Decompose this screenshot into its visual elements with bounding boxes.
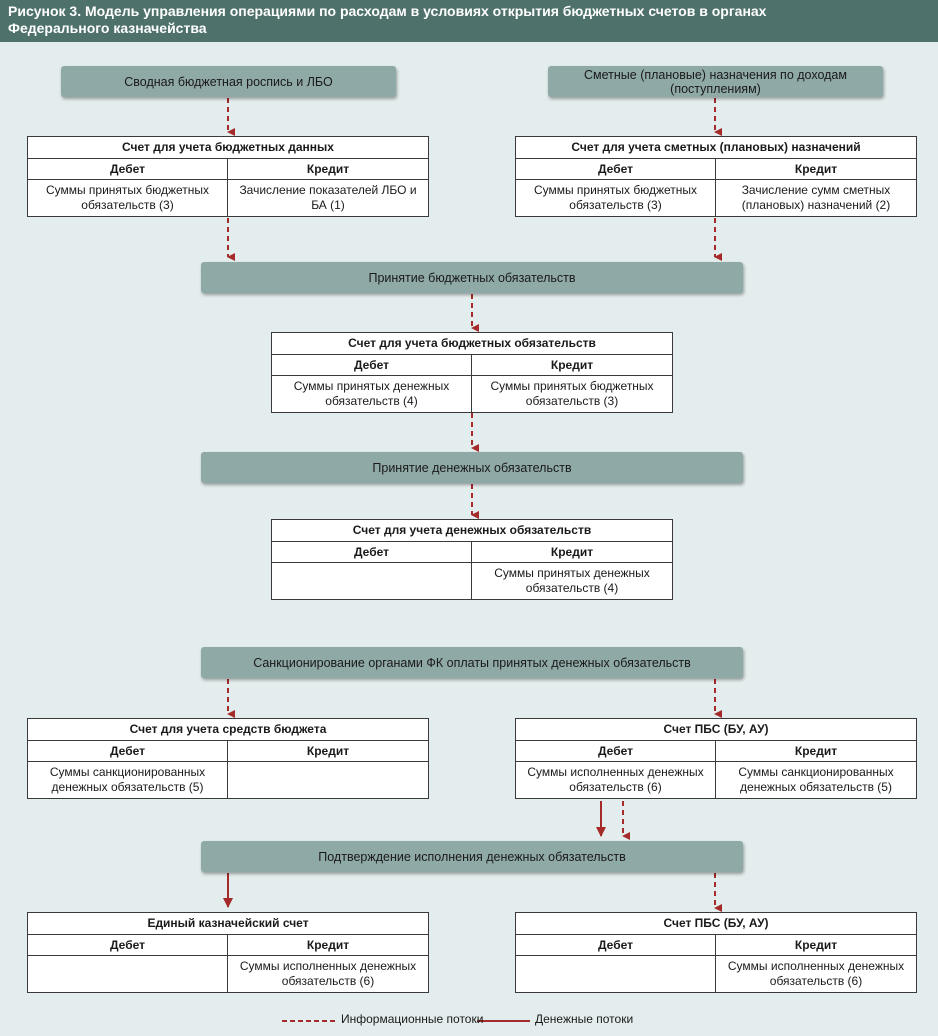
figure-title-line2: Федерального казначейства	[8, 20, 207, 36]
account-title: Счет ПБС (БУ, АУ)	[514, 912, 918, 935]
debit-value	[271, 562, 472, 600]
credit-value	[226, 761, 430, 799]
credit-header: Кредит	[470, 354, 674, 376]
debit-value: Суммы санкционированных денежных обязате…	[27, 761, 228, 799]
debit-header: Дебет	[27, 158, 228, 180]
debit-header: Дебет	[515, 934, 716, 956]
credit-value: Зачисление сумм сметных (плановых) назна…	[715, 179, 917, 217]
account-title: Счет для учета средств бюджета	[26, 718, 430, 741]
debit-value: Суммы принятых бюджетных обязательств (3…	[27, 179, 228, 217]
debit-header: Дебет	[271, 354, 472, 376]
credit-value: Суммы исполненных денежных обязательств …	[714, 955, 918, 993]
account-smetnye: Счет для учета сметных (плановых) назнач…	[515, 136, 917, 217]
credit-header: Кредит	[226, 740, 430, 762]
account-budg-obyaz: Счет для учета бюджетных обязательств Де…	[270, 332, 674, 413]
credit-header: Кредит	[714, 740, 918, 762]
bar-smetnye: Сметные (плановые) назначения по доходам…	[548, 66, 883, 97]
debit-value	[515, 955, 716, 993]
account-den-obyaz: Счет для учета денежных обязательств Деб…	[271, 519, 673, 600]
figure-title-line1: Рисунок 3. Модель управления операциями …	[8, 3, 767, 19]
credit-header: Кредит	[226, 934, 430, 956]
credit-header: Кредит	[715, 158, 917, 180]
legend-info-label: Информационные потоки	[341, 1012, 484, 1026]
credit-value: Суммы исполненных денежных обязательств …	[226, 955, 430, 993]
bar-prinyatie-den: Принятие денежных обязательств	[201, 452, 743, 483]
bar-prinyatie-budg: Принятие бюджетных обязательств	[201, 262, 743, 293]
account-title: Счет для учета бюджетных обязательств	[270, 332, 674, 355]
debit-header: Дебет	[515, 740, 716, 762]
debit-header: Дебет	[515, 158, 716, 180]
credit-header: Кредит	[471, 541, 673, 563]
account-title: Счет для учета денежных обязательств	[271, 519, 673, 542]
account-title: Счет ПБС (БУ, АУ)	[514, 718, 918, 741]
debit-header: Дебет	[27, 934, 228, 956]
debit-value	[27, 955, 228, 993]
legend-money-label: Денежные потоки	[535, 1012, 634, 1026]
account-title: Единый казначейский счет	[26, 912, 430, 935]
credit-value: Зачисление показателей ЛБО и БА (1)	[227, 179, 429, 217]
debit-value: Суммы принятых бюджетных обязательств (3…	[515, 179, 716, 217]
debit-value: Суммы исполненных денежных обязательств …	[515, 761, 716, 799]
account-title: Счет для учета бюджетных данных	[27, 136, 429, 159]
bar-svodnaya: Сводная бюджетная роспись и ЛБО	[61, 66, 396, 97]
debit-header: Дебет	[271, 541, 472, 563]
credit-header: Кредит	[227, 158, 429, 180]
bar-podtverzhdenie: Подтверждение исполнения денежных обязат…	[201, 841, 743, 872]
account-title: Счет для учета сметных (плановых) назнач…	[515, 136, 917, 159]
credit-value: Суммы принятых денежных обязательств (4)	[471, 562, 673, 600]
credit-header: Кредит	[714, 934, 918, 956]
debit-value: Суммы принятых денежных обязательств (4)	[271, 375, 472, 413]
figure-title: Рисунок 3. Модель управления операциями …	[0, 0, 938, 42]
credit-value: Суммы санкционированных денежных обязате…	[714, 761, 918, 799]
credit-value: Суммы принятых бюджетных обязательств (3…	[470, 375, 674, 413]
bar-sankcionirovanie: Санкционирование органами ФК оплаты прин…	[201, 647, 743, 678]
debit-header: Дебет	[27, 740, 228, 762]
